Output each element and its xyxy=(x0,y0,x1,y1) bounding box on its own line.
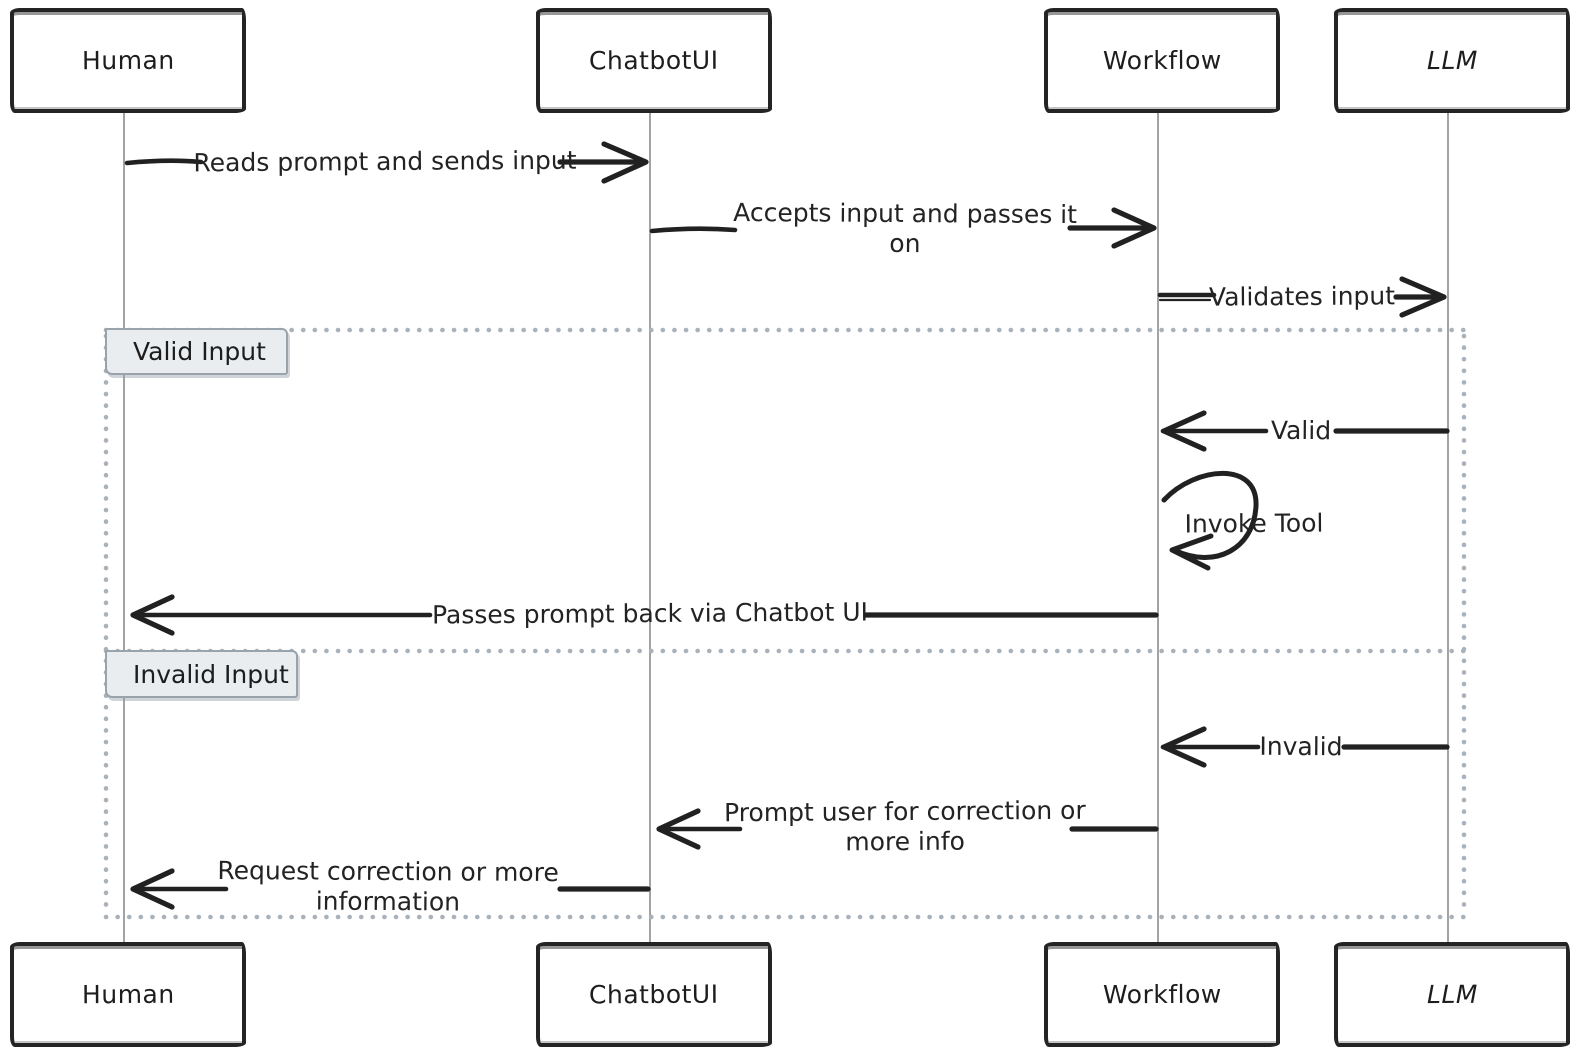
actor-llm-top: LLM xyxy=(1334,8,1570,113)
alt-frame xyxy=(103,327,1467,920)
arrowhead-left-icon xyxy=(130,594,175,636)
arrowhead-right-icon xyxy=(1111,207,1157,249)
message-line: more info xyxy=(845,826,965,857)
lifelines xyxy=(123,105,1449,942)
message-label-validates-input: Validates input xyxy=(1208,281,1396,312)
arrow-reads-prompt xyxy=(124,141,649,184)
message-label-valid: Valid xyxy=(1270,415,1332,446)
arrow-line xyxy=(124,158,204,166)
message-line: on xyxy=(889,228,921,259)
messages-layer xyxy=(124,141,1450,910)
actor-label: Human xyxy=(81,979,175,1010)
arrow-passes-prompt-back xyxy=(130,594,1159,636)
message-line: information xyxy=(315,886,461,917)
actor-human-bottom: Human xyxy=(10,942,246,1047)
actor-label: ChatbotUI xyxy=(589,45,719,76)
arrowhead-left-icon xyxy=(1161,726,1207,768)
message-label-invoke-tool: Invoke Tool xyxy=(1184,508,1324,539)
actor-label: LLM xyxy=(1426,45,1478,76)
arrow-accepts-input xyxy=(649,207,1157,249)
actor-chatbotui-top: ChatbotUI xyxy=(536,8,772,113)
message-label-prompt-user-correction: Prompt user for correction or more info xyxy=(724,796,1086,859)
arrow-valid xyxy=(1160,410,1450,452)
message-label-reads-prompt: Reads prompt and sends input xyxy=(193,145,577,178)
actor-workflow-bottom: Workflow xyxy=(1044,942,1280,1047)
actor-llm-bottom: LLM xyxy=(1334,942,1570,1047)
alt-section-label-invalid: Invalid Input xyxy=(105,650,298,698)
actor-label: ChatbotUI xyxy=(589,979,719,1010)
arrow-prompt-user-correction xyxy=(656,808,1159,850)
message-label-request-correction: Request correction or more information xyxy=(217,856,559,918)
actor-human-top: Human xyxy=(10,8,246,113)
actor-label: Workflow xyxy=(1102,979,1222,1010)
alt-section-label-valid: Valid Input xyxy=(105,328,288,375)
message-line: Accepts input and passes it xyxy=(733,197,1078,230)
arrowhead-left-icon xyxy=(656,808,701,850)
arrow-request-correction xyxy=(130,868,651,910)
message-label-passes-prompt-back: Passes prompt back via Chatbot UI xyxy=(431,597,869,630)
message-label-accepts-input: Accepts input and passes it on xyxy=(733,198,1077,260)
self-loop-line xyxy=(1161,471,1259,560)
alt-section-label-text: Valid Input xyxy=(133,337,266,366)
message-label-invalid: Invalid xyxy=(1259,731,1343,762)
message-line: Request correction or more xyxy=(217,855,559,888)
alt-section-label-text: Invalid Input xyxy=(133,659,289,689)
arrowhead-left-icon xyxy=(1169,533,1214,571)
arrow-invoke-tool-loop xyxy=(1161,471,1259,571)
arrow-validates-input xyxy=(1157,276,1447,318)
arrow-invalid xyxy=(1160,726,1450,768)
actor-workflow-top: Workflow xyxy=(1044,8,1280,113)
arrow-line xyxy=(649,226,738,234)
actor-label: LLM xyxy=(1426,979,1478,1010)
actor-label: Workflow xyxy=(1102,45,1222,76)
arrowhead-left-icon xyxy=(1161,410,1207,452)
arrowhead-left-icon xyxy=(130,868,175,910)
arrowhead-right-icon xyxy=(1399,276,1447,318)
arrowhead-right-icon xyxy=(601,141,649,184)
actor-label: Human xyxy=(81,45,175,76)
message-line: Prompt user for correction or xyxy=(724,795,1086,828)
actor-chatbotui-bottom: ChatbotUI xyxy=(536,942,772,1047)
